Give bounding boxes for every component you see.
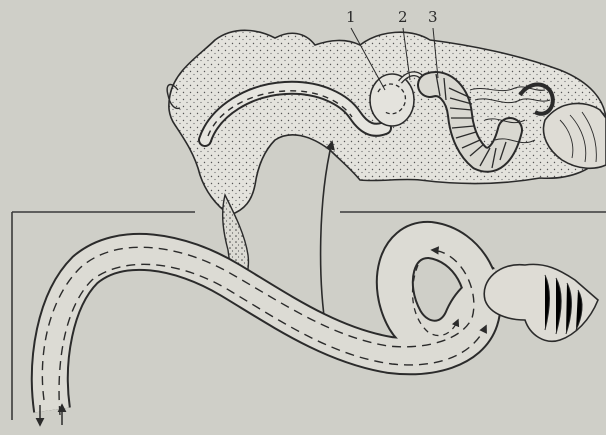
leader-lines — [0, 0, 606, 435]
anatomical-diagram: 1 2 3 — [0, 0, 606, 435]
